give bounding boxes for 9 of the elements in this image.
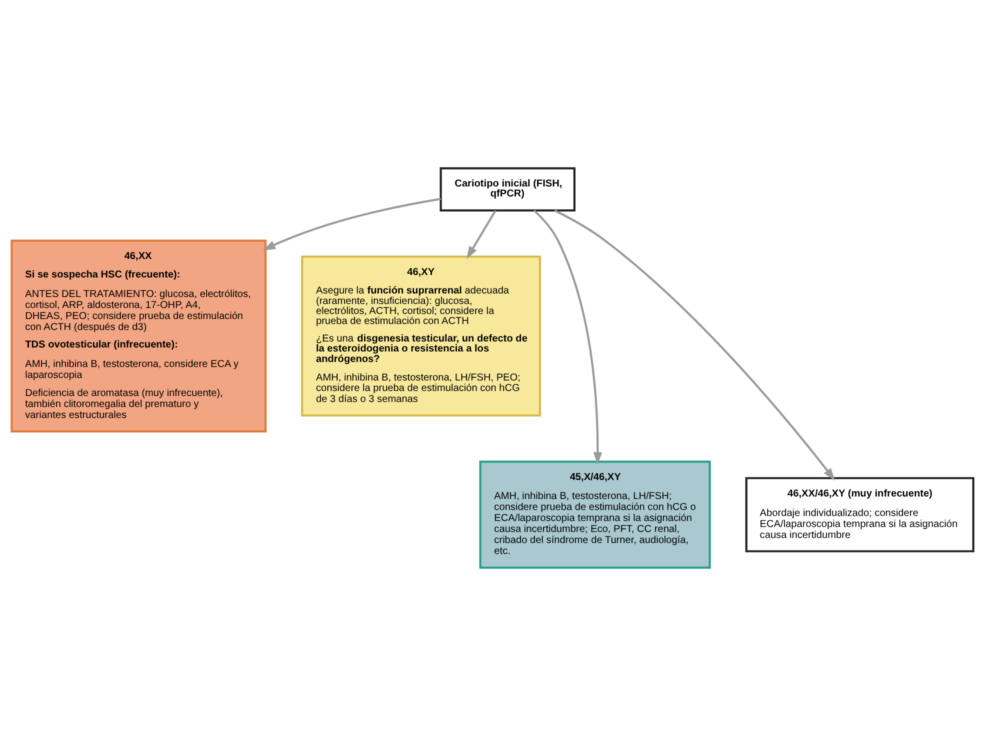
arrow xyxy=(466,210,496,259)
node-box: 45,X/46,XY AMH, inhibina B, testosterona, LH/FSH; considere prueba de estimulación con hCG o ECA/laparoscopia temprana si la asignación causa incertidumbre; Eco, PFT, CC renal, cribado del síndrome de Turner, audiología, etc. xyxy=(479,460,711,568)
node-box: Cariotipo inicial (FISH, qfPCR) xyxy=(440,166,576,211)
node-box: 46,XY Asegure la función suprarrenal adecuada (raramente, insuficiencia): glucosa, electrólitos, ACTH, cortisol; considere la prueba de estimulación con ACTH ¿Es una disgenesia testicular, un defecto de la esteroidogenia o resistencia a los andrógenos? AMH, inhibina B, testosterona, LH/FSH, PEO; considere la prueba de estimulación con hCG de 3 días o 3 semanas xyxy=(301,255,542,416)
node-box: 46,XX Si se sospecha HSC (frecuente): ANTES DEL TRATAMIENTO: glucosa, electrólitos, cortisol, ARP, aldosterona, 17-OHP, A4, DHEAS, PEO; considere prueba de estimulación con ACTH (después de d3) TDS ovotesticular (infrecuente): AMH, inhibina B, testosterona, considere ECA y laparoscopia Deficiencia de aromatasa (muy infrecuente), también clitoromegalia del prematuro y variantes estructurales xyxy=(10,239,267,432)
node-box: 46,XX/46,XY (muy infrecuente) Abordaje individualizado; considere ECA/laparoscopia temprana si la asignación causa incertidumbre xyxy=(745,476,974,552)
arrow xyxy=(533,209,602,464)
arrow xyxy=(262,197,441,250)
arrow xyxy=(554,209,836,480)
